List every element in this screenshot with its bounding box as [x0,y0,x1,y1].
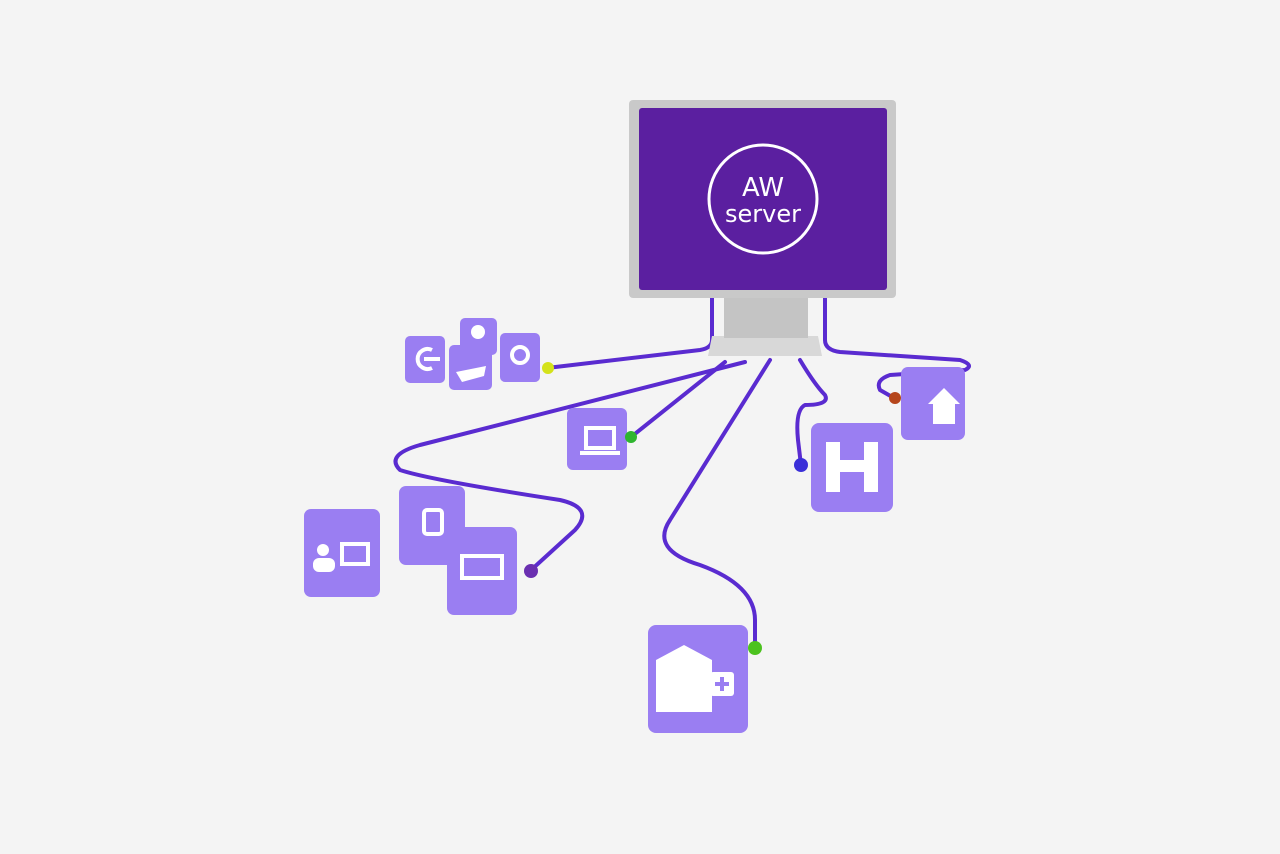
hospital-building-node [648,625,762,733]
laptop-wireless-icon [584,426,616,450]
cable-home [823,296,971,400]
logo-circle [707,143,819,255]
cable-hospital-h [795,358,828,467]
monitor-screen [639,108,887,290]
logo-text-aw: AW [742,173,784,203]
imaging-scanners-node [405,318,554,390]
connector-dot-home [889,392,901,404]
hospital-h-node [794,423,893,512]
connector-dot-hospital-h [794,458,808,472]
cross-icon [715,677,729,691]
screen-icon [340,542,370,566]
cable-conference [393,360,747,573]
connector-dot-conference [524,564,538,578]
monitor-neck [724,296,808,338]
cable-hospital-building [662,358,772,650]
mri-scanner-icon [510,345,530,365]
connector-dot-laptop [625,431,637,443]
connector-dot-scanners [542,362,554,374]
conference-node [304,486,538,615]
home-wireless-icon [928,388,960,424]
people-body-icon [313,558,335,572]
cable-laptop [629,360,727,439]
tile-meeting [447,527,517,615]
tile-mri [500,333,540,382]
logo-text-server: server [725,200,801,228]
monitor-base [708,336,822,356]
laptop-base-icon [580,451,620,455]
xray-table-icon [456,366,486,382]
tile-laptop [567,408,627,470]
connector-dot-hospital-building [748,641,762,655]
technician-icon [471,325,485,339]
aw-server-monitor: AW server [629,100,896,356]
tile-xray [449,345,492,390]
people-presenting-icon [317,544,329,556]
hospital-h-icon [826,442,878,492]
meeting-room-icon [460,554,504,580]
office-chair-icon [422,508,444,536]
home-node [889,367,965,440]
laptop-node [567,408,637,470]
cables [393,296,971,650]
ct-scanner-icon [415,347,440,371]
cable-scanners [545,296,714,370]
hospital-building-icon [656,645,712,712]
